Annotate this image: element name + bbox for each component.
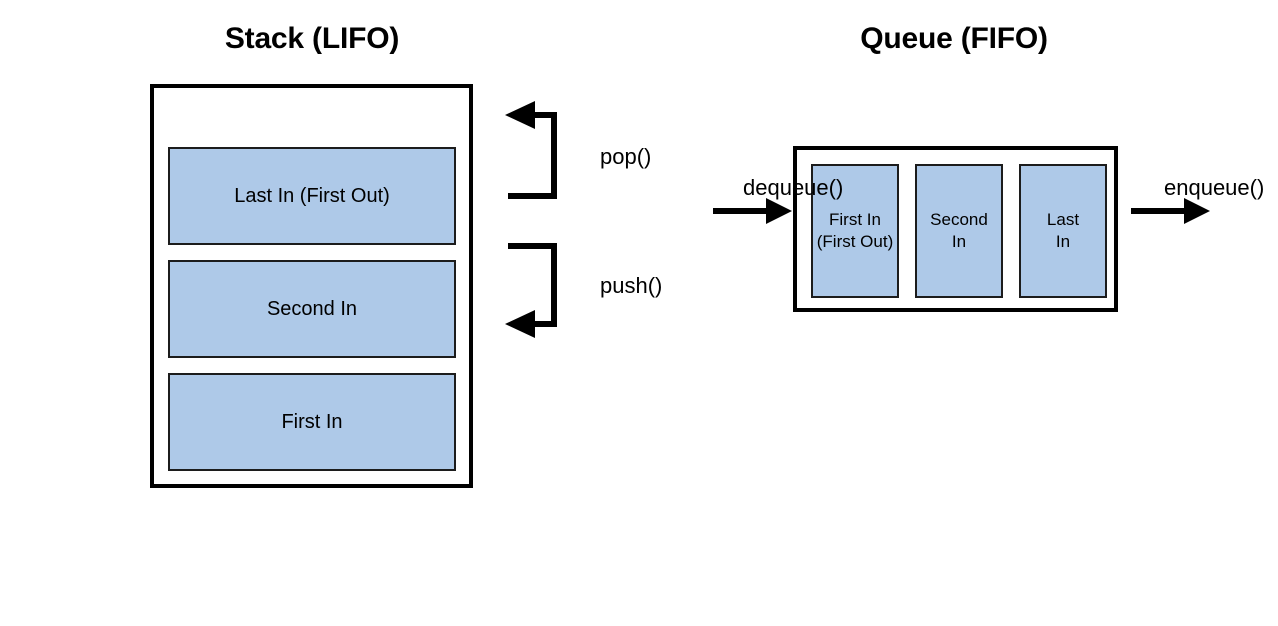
queue-item-label-line2: In — [1055, 232, 1071, 251]
stack-item-label: Second In — [266, 298, 358, 320]
enqueue-operation-label: enqueue() — [1164, 175, 1265, 200]
enqueue-arrow-icon — [1131, 198, 1210, 224]
queue-item: First In (First Out) — [811, 164, 899, 298]
queue-item: Last In — [1019, 164, 1107, 298]
stack-item-label: First In — [281, 411, 343, 433]
stack-item: Second In — [168, 260, 456, 358]
dequeue-operation-label: dequeue() — [743, 175, 844, 200]
push-arrow-icon — [505, 243, 557, 338]
dequeue-arrow-icon — [713, 198, 792, 224]
stack-title: Stack (LIFO) — [224, 22, 400, 55]
stack-container: Last In (First Out) Second In First In — [150, 84, 473, 488]
queue-container: First In (First Out) Second In Last In — [793, 146, 1118, 312]
pop-arrow-icon — [505, 101, 557, 199]
queue-item-label-line2: In — [951, 232, 967, 251]
stack-item-label: Last In (First Out) — [234, 185, 390, 207]
queue-item-label-line1: Last — [1046, 210, 1080, 229]
queue-item-label-line1: Second — [930, 210, 988, 229]
queue-item-label-line2: (First Out) — [816, 232, 894, 251]
queue-title: Queue (FIFO) — [860, 22, 1048, 55]
stack-item: Last In (First Out) — [168, 147, 456, 245]
queue-item-label: Second In — [930, 209, 988, 253]
queue-item-label-line1: First In — [829, 210, 881, 229]
queue-item-label: Last In — [1047, 209, 1079, 253]
push-operation-label: push() — [600, 273, 663, 298]
pop-operation-label: pop() — [600, 144, 652, 169]
queue-item: Second In — [915, 164, 1003, 298]
queue-item-label: First In (First Out) — [817, 209, 894, 253]
stack-item: First In — [168, 373, 456, 471]
